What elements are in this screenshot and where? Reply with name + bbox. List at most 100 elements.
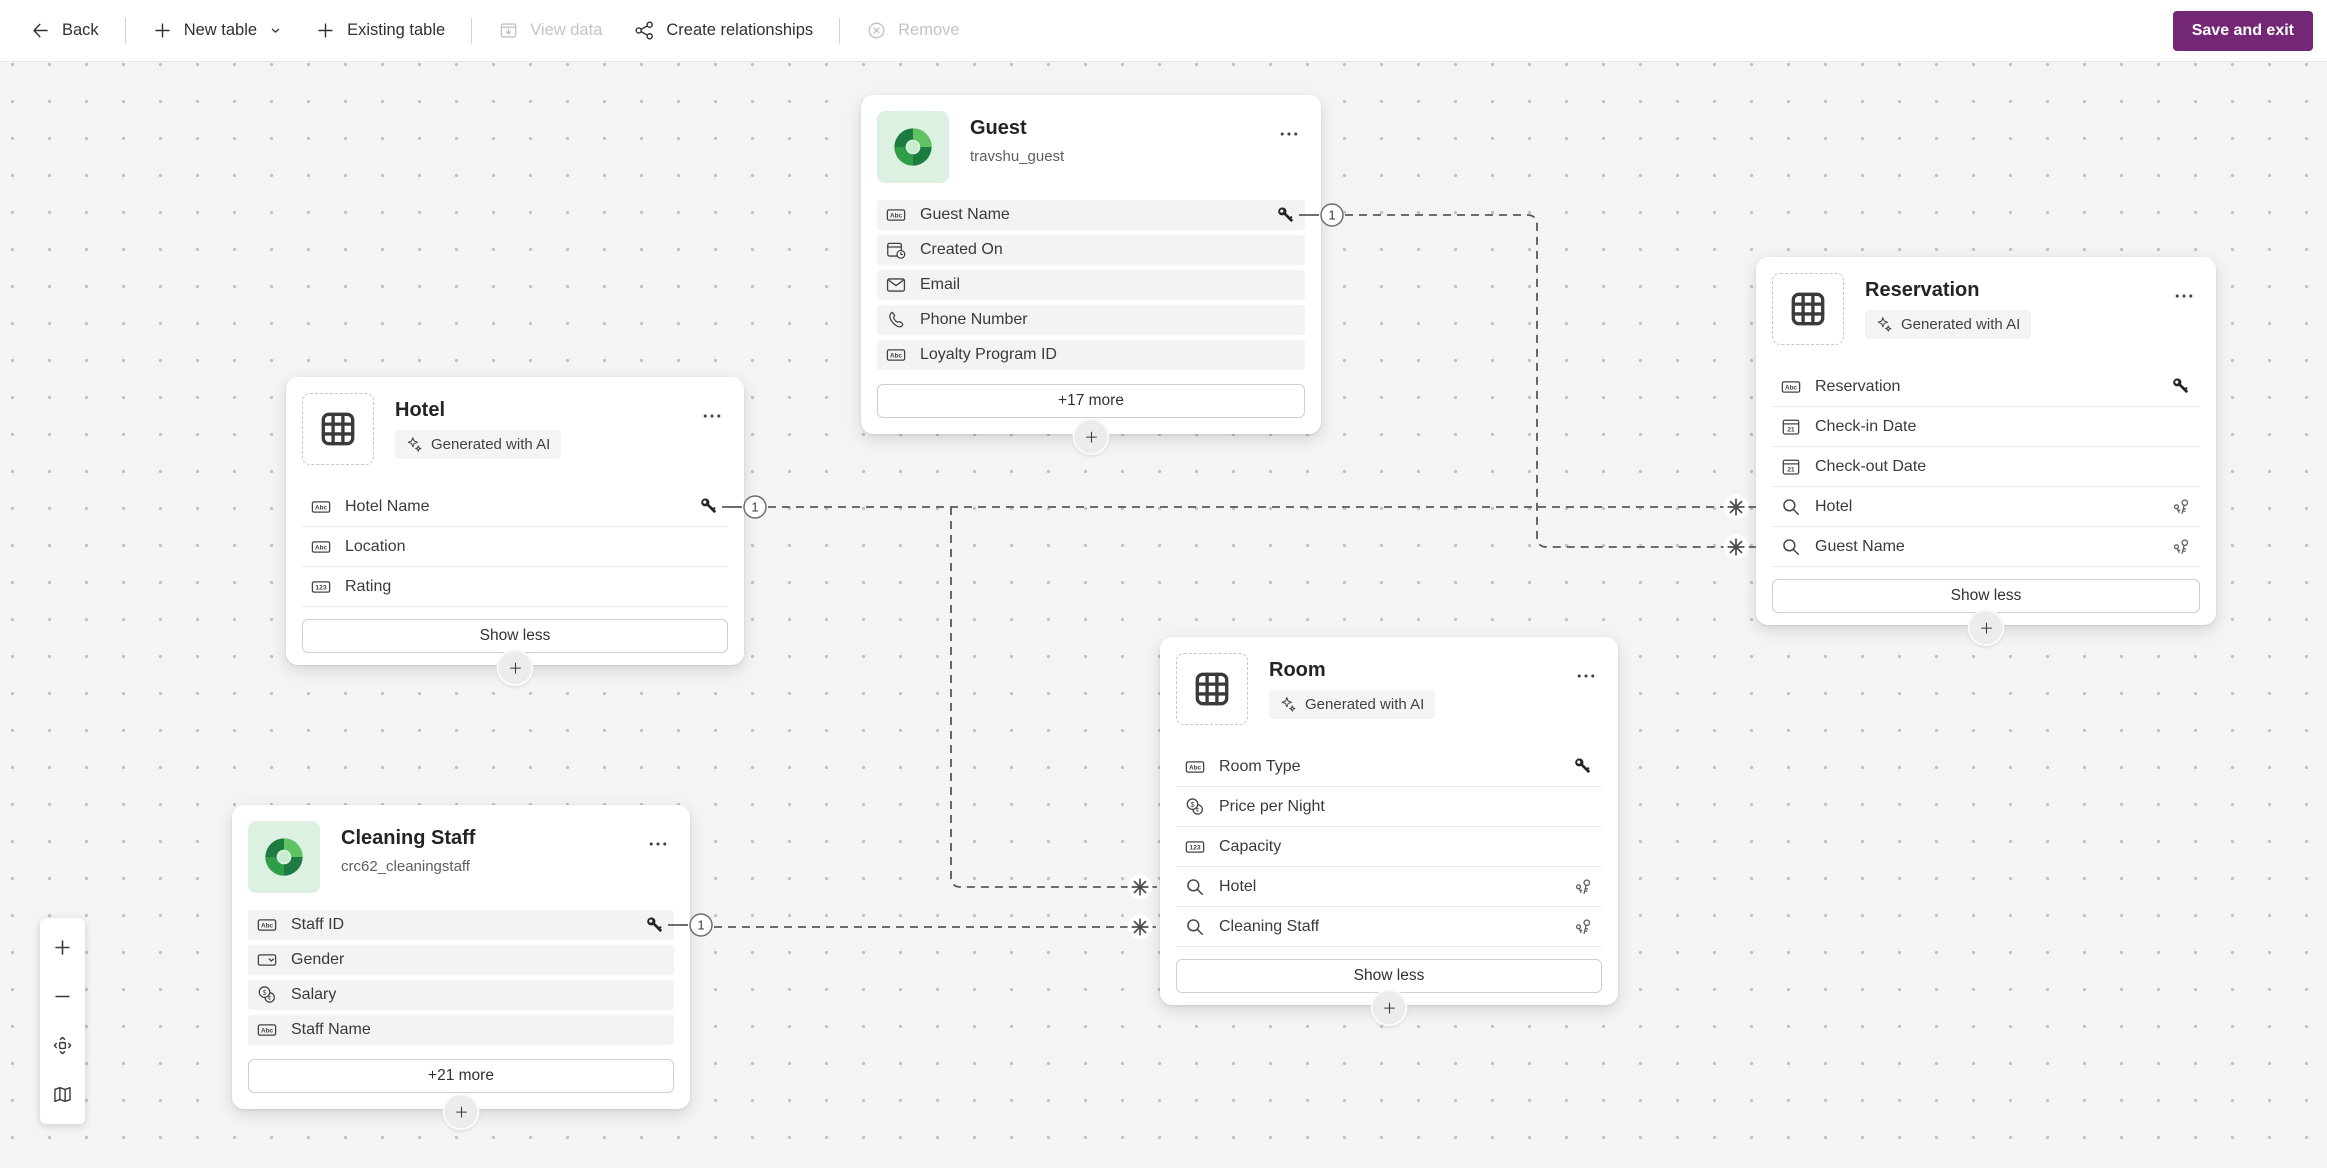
svg-text:1: 1 — [751, 500, 758, 515]
text-field-icon: Abc — [885, 344, 907, 366]
svg-text:$: $ — [262, 988, 266, 997]
field-row-hotel[interactable]: Hotel — [1176, 867, 1602, 907]
show-less-button[interactable]: Show less — [1176, 959, 1602, 993]
show-more-button[interactable]: +21 more — [248, 1059, 674, 1093]
ellipsis-icon — [647, 833, 669, 855]
ellipsis-icon — [2173, 285, 2195, 307]
phone-field-icon — [885, 309, 907, 331]
save-and-exit-button[interactable]: Save and exit — [2172, 10, 2313, 51]
svg-text:1: 1 — [1328, 208, 1335, 223]
add-field-button[interactable] — [498, 651, 532, 685]
field-row-hotel-name[interactable]: Abc Hotel Name — [302, 487, 728, 527]
new-table-button[interactable]: New table — [136, 10, 299, 51]
field-label: Created On — [920, 241, 1003, 258]
field-row-salary[interactable]: ¢$Salary — [248, 980, 674, 1010]
zoom-in-button[interactable] — [40, 923, 85, 972]
back-button[interactable]: Back — [14, 10, 115, 51]
more-options-button[interactable] — [694, 401, 730, 431]
field-row-staff-name[interactable]: Abc Staff Name — [248, 1015, 674, 1045]
plus-icon — [1978, 620, 1994, 636]
field-label: Reservation — [1815, 377, 1901, 395]
svg-text:¢: ¢ — [268, 995, 272, 1002]
svg-text:Abc: Abc — [315, 504, 328, 511]
table-grid-icon — [1772, 273, 1844, 345]
field-row-guest-name[interactable]: Guest Name — [1772, 527, 2200, 567]
table-grid-icon — [1176, 653, 1248, 725]
add-field-button[interactable] — [444, 1095, 478, 1129]
add-field-button[interactable] — [1372, 991, 1406, 1025]
primary-key-icon — [645, 915, 666, 936]
fit-view-button[interactable] — [40, 1021, 85, 1070]
field-row-email[interactable]: Email — [877, 270, 1305, 300]
remove-button[interactable]: Remove — [850, 10, 975, 51]
more-options-button[interactable] — [640, 829, 676, 859]
field-row-created-on[interactable]: Created On — [877, 235, 1305, 265]
dataverse-logo-icon — [248, 821, 320, 893]
more-options-button[interactable] — [1568, 661, 1604, 691]
table-logical-name: travshu_guest — [970, 148, 1065, 165]
text-field-icon: Abc — [1780, 376, 1802, 398]
field-label: Hotel — [1219, 877, 1257, 895]
field-label: Hotel Name — [345, 497, 430, 515]
show-more-button[interactable]: +17 more — [877, 384, 1305, 418]
more-options-button[interactable] — [2166, 281, 2202, 311]
svg-text:Abc: Abc — [315, 544, 328, 551]
view-data-label: View data — [530, 21, 603, 39]
show-less-button[interactable]: Show less — [1772, 579, 2200, 613]
zoom-out-button[interactable] — [40, 972, 85, 1021]
minimap-icon — [52, 1084, 73, 1105]
view-data-button[interactable]: View data — [482, 10, 618, 51]
zoom-out-icon — [52, 986, 73, 1007]
text-field-icon: Abc — [310, 496, 332, 518]
field-label: Capacity — [1219, 837, 1282, 855]
sparkle-icon — [1874, 315, 1893, 334]
field-row-price-per-night[interactable]: ¢$Price per Night — [1176, 787, 1602, 827]
show-less-button[interactable]: Show less — [302, 619, 728, 653]
toolbar-divider — [839, 17, 841, 44]
field-row-reservation[interactable]: Abc Reservation — [1772, 367, 2200, 407]
generated-with-ai-badge: Generated with AI — [1269, 690, 1436, 719]
field-row-hotel[interactable]: Hotel — [1772, 487, 2200, 527]
foreign-key-icon — [1573, 876, 1594, 897]
field-row-gender[interactable]: Gender — [248, 945, 674, 975]
existing-table-button[interactable]: Existing table — [299, 10, 461, 51]
text-field-icon: Abc — [310, 536, 332, 558]
field-label: Staff Name — [291, 1021, 371, 1038]
svg-text:Abc: Abc — [890, 352, 903, 359]
add-field-button[interactable] — [1969, 611, 2003, 645]
ellipsis-icon — [701, 405, 723, 427]
badge-label: Generated with AI — [431, 436, 551, 453]
lookup-field-icon — [1780, 496, 1802, 518]
more-options-button[interactable] — [1271, 119, 1307, 149]
create-relationships-button[interactable]: Create relationships — [618, 10, 829, 51]
field-row-cleaning-staff[interactable]: Cleaning Staff — [1176, 907, 1602, 947]
add-field-button[interactable] — [1074, 420, 1108, 454]
svg-text:Abc: Abc — [261, 1027, 274, 1034]
table-logical-name: crc62_cleaningstaff — [341, 858, 470, 875]
ellipsis-icon — [1278, 123, 1300, 145]
minimap-button[interactable] — [40, 1070, 85, 1119]
field-label: Check-out Date — [1815, 457, 1927, 475]
text-field-icon: Abc — [1184, 756, 1206, 778]
field-row-phone-number[interactable]: Phone Number — [877, 305, 1305, 335]
plus-icon — [315, 20, 336, 41]
